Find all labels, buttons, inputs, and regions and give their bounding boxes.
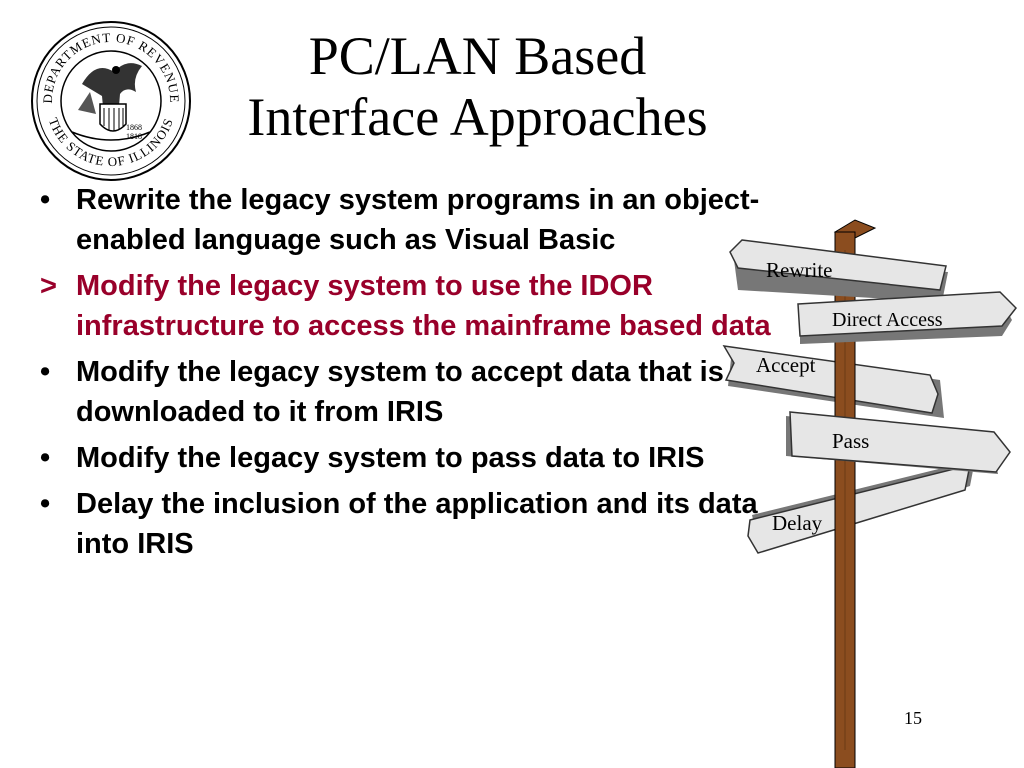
sign-pass: Pass <box>786 411 1011 474</box>
seal-year-1818: 1818 <box>126 132 142 141</box>
sign-delay-label: Delay <box>772 511 823 535</box>
bullet-item-accept: • Modify the legacy system to accept dat… <box>40 352 780 432</box>
title-line-1: PC/LAN Based <box>308 26 647 86</box>
bullet-marker: • <box>40 442 51 474</box>
bullet-text: Modify the legacy system to pass data to… <box>76 442 705 474</box>
bullet-text: Delay the inclusion of the application a… <box>76 488 758 560</box>
bullet-item-rewrite: • Rewrite the legacy system programs in … <box>40 180 780 260</box>
seal-year-1868: 1868 <box>126 123 142 132</box>
arrow-marker: > <box>40 270 57 302</box>
page-number: 15 <box>904 708 922 728</box>
slide-title: PC/LAN Based Interface Approaches <box>190 26 765 148</box>
bullet-item-delay: • Delay the inclusion of the application… <box>40 484 780 564</box>
bullet-marker: • <box>40 488 51 520</box>
sign-pass-label: Pass <box>832 429 869 453</box>
bullet-marker: • <box>40 356 51 388</box>
signpost-illustration: Delay Accept Rewrite Direct Access Pass <box>722 219 1017 768</box>
bullet-item-pass: • Modify the legacy system to pass data … <box>40 438 780 478</box>
title-line-2: Interface Approaches <box>247 87 708 147</box>
bullet-text: Modify the legacy system to accept data … <box>76 356 724 428</box>
sign-accept-label: Accept <box>756 353 816 377</box>
bullet-text: Modify the legacy system to use the IDOR… <box>76 270 771 342</box>
eagle-icon <box>71 63 151 141</box>
bullet-item-modify-idor: > Modify the legacy system to use the ID… <box>40 266 780 346</box>
sign-rewrite: Rewrite <box>729 239 948 302</box>
bullet-marker: • <box>40 184 51 216</box>
sign-rewrite-label: Rewrite <box>766 258 832 282</box>
signpost-post <box>833 219 877 768</box>
sign-delay: Delay <box>747 460 975 554</box>
bullet-list: • Rewrite the legacy system programs in … <box>40 180 780 570</box>
sign-direct-access: Direct Access <box>797 291 1017 344</box>
bullet-text: Rewrite the legacy system programs in an… <box>76 184 760 256</box>
sign-direct-access-label: Direct Access <box>832 309 943 331</box>
illinois-revenue-seal-icon: DEPARTMENT OF REVENUE THE STATE OF ILLIN… <box>31 21 191 181</box>
sign-accept: Accept <box>722 345 944 418</box>
